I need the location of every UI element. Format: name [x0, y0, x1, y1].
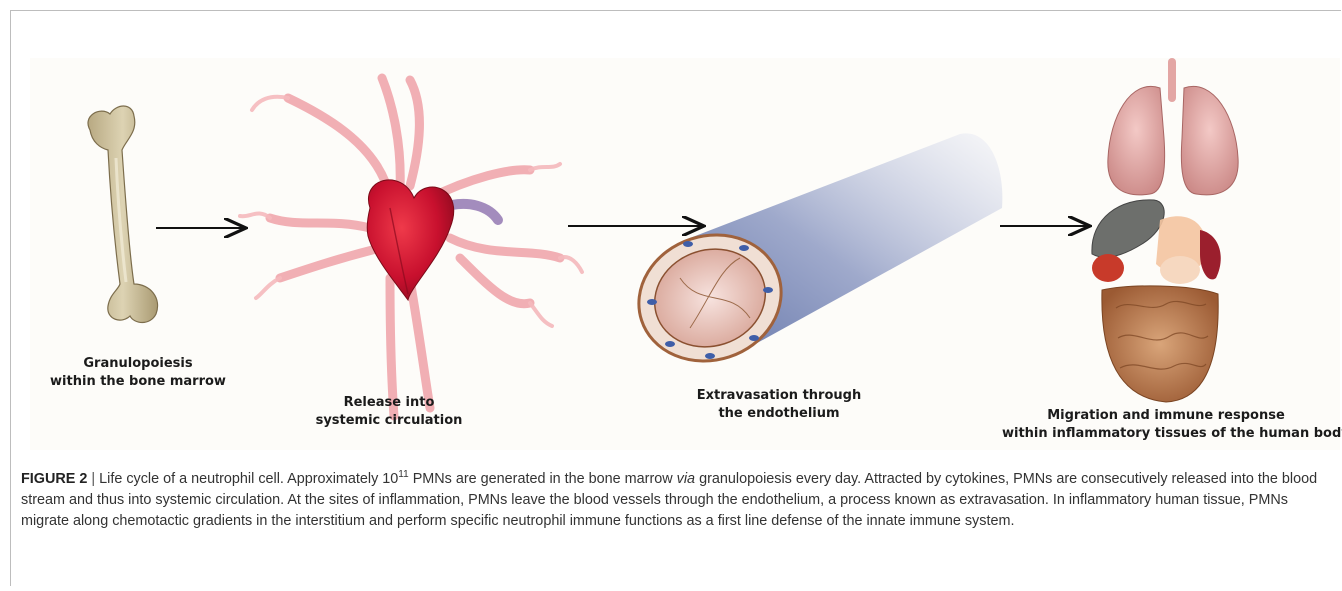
stage-4-line-2: within inflammatory tissues of the human… — [1002, 425, 1330, 443]
caption-separator: | — [91, 471, 95, 487]
stage-2-line-2: systemic circulation — [296, 412, 482, 430]
figure-illustration — [30, 58, 1340, 450]
stage-label-circulation: Release into systemic circulation — [296, 394, 482, 430]
bone-illustration — [88, 106, 158, 323]
stage-4-line-1: Migration and immune response — [1002, 407, 1330, 425]
organs-illustration — [1092, 62, 1238, 402]
stage-label-migration: Migration and immune response within inf… — [1002, 407, 1330, 443]
stage-label-bone-marrow: Granulopoiesis within the bone marrow — [44, 355, 232, 391]
stage-2-line-1: Release into — [296, 394, 482, 412]
stage-3-line-2: the endothelium — [686, 405, 872, 423]
caption-italic: via — [677, 471, 695, 487]
heart-illustration — [240, 78, 582, 416]
stage-label-extravasation: Extravasation through the endothelium — [686, 387, 872, 423]
illustration-canvas — [30, 58, 1340, 450]
caption-text-b: PMNs are generated in the bone marrow — [413, 471, 673, 487]
caption-superscript: 11 — [398, 469, 408, 480]
stage-3-line-1: Extravasation through — [686, 387, 872, 405]
caption-text-a: Life cycle of a neutrophil cell. Approxi… — [99, 471, 398, 487]
figure-label: FIGURE 2 — [21, 471, 87, 487]
stage-1-line-1: Granulopoiesis — [44, 355, 232, 373]
blood-vessel-illustration — [622, 133, 1002, 379]
figure-caption: FIGURE 2 | Life cycle of a neutrophil ce… — [21, 464, 1333, 532]
stage-1-line-2: within the bone marrow — [44, 373, 232, 391]
